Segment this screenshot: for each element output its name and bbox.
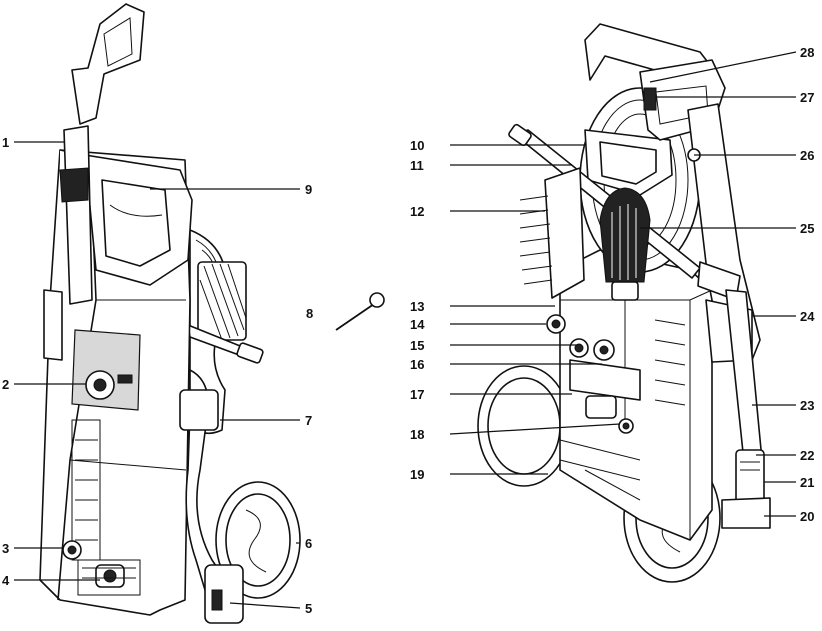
telescopic-handle [43, 3, 145, 361]
label-18: 18 [410, 427, 424, 442]
label-17: 17 [410, 387, 424, 402]
label-21: 21 [800, 475, 814, 490]
label-14: 14 [410, 317, 425, 332]
patio-brush [519, 167, 585, 299]
label-6: 6 [305, 536, 312, 551]
label-22: 22 [800, 448, 814, 463]
label-25: 25 [800, 221, 814, 236]
label-2: 2 [2, 377, 9, 392]
label-7: 7 [305, 413, 312, 428]
front-lance [187, 324, 264, 364]
label-28: 28 [800, 45, 814, 60]
label-9: 9 [305, 182, 312, 197]
callout-lines [14, 51, 797, 609]
label-5: 5 [305, 601, 312, 616]
rear-view-machine [477, 23, 771, 583]
part-number-labels: 1 2 3 4 5 6 7 8 9 10 11 12 13 14 15 16 1… [2, 45, 815, 616]
trigger-gun [721, 449, 771, 529]
label-16: 16 [410, 357, 424, 372]
rear-brush [197, 261, 247, 341]
handle-frame [84, 154, 193, 286]
rear-left-wheel [477, 365, 571, 487]
label-26: 26 [800, 148, 814, 163]
label-3: 3 [2, 541, 9, 556]
label-15: 15 [410, 338, 424, 353]
label-27: 27 [800, 90, 814, 105]
label-19: 19 [410, 467, 424, 482]
label-20: 20 [800, 509, 814, 524]
rear-connectors [546, 314, 641, 434]
label-1: 1 [2, 135, 9, 150]
label-13: 13 [410, 299, 424, 314]
label-4: 4 [2, 573, 10, 588]
label-11: 11 [410, 158, 424, 173]
label-24: 24 [800, 309, 815, 324]
label-12: 12 [410, 204, 424, 219]
spare-nozzle [335, 292, 385, 331]
label-23: 23 [800, 398, 814, 413]
front-view-machine [39, 3, 385, 624]
rotary-brush [599, 187, 651, 420]
label-10: 10 [410, 138, 424, 153]
inlet-outlet-connectors [62, 540, 141, 596]
label-8: 8 [306, 306, 313, 321]
power-cable [179, 369, 244, 624]
